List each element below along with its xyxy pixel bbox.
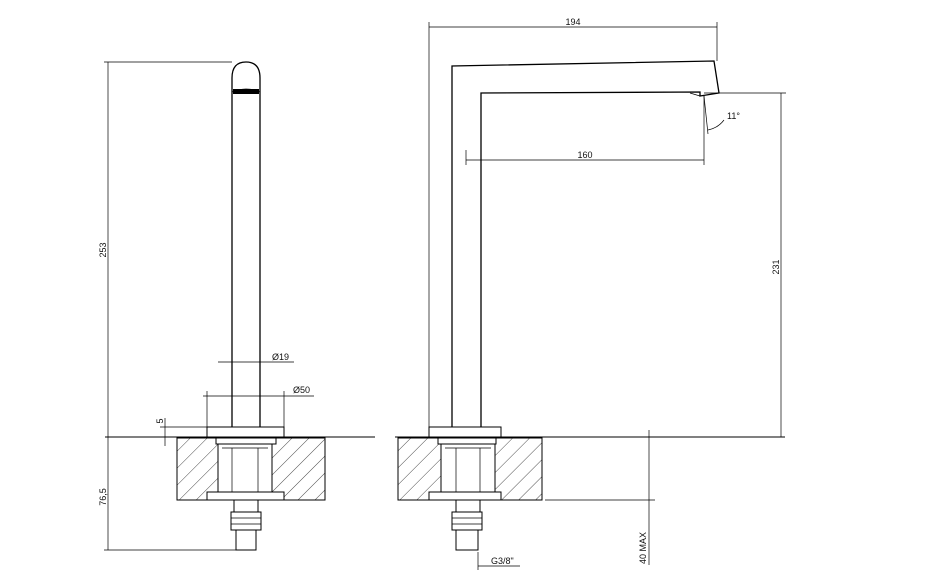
dim-5: 5 <box>155 418 165 423</box>
dim-76-5: 76,5 <box>98 488 108 506</box>
shank-right <box>440 437 496 501</box>
dim-40-max: 40 MAX <box>638 532 648 564</box>
spout-body-side <box>231 61 261 427</box>
base-plate-left <box>206 426 285 438</box>
spout-body-front <box>451 60 720 427</box>
dim-d50: Ø50 <box>293 385 310 395</box>
shank-left <box>217 437 273 501</box>
dim-160: 160 <box>577 150 592 160</box>
dim-d19: Ø19 <box>272 352 289 362</box>
dim-231: 231 <box>771 259 781 274</box>
dim-thread: G3/8" <box>491 556 514 566</box>
aerator-side <box>233 89 259 94</box>
dim-11-degrees: 11° <box>727 111 740 121</box>
side-view: 253 76,5 5 Ø19 Ø50 <box>98 61 375 551</box>
base-plate-right <box>428 426 502 438</box>
front-view: 194 160 11° 231 40 MAX G3/8" <box>395 17 786 570</box>
dim-194: 194 <box>565 17 580 27</box>
dim-253: 253 <box>98 242 108 257</box>
